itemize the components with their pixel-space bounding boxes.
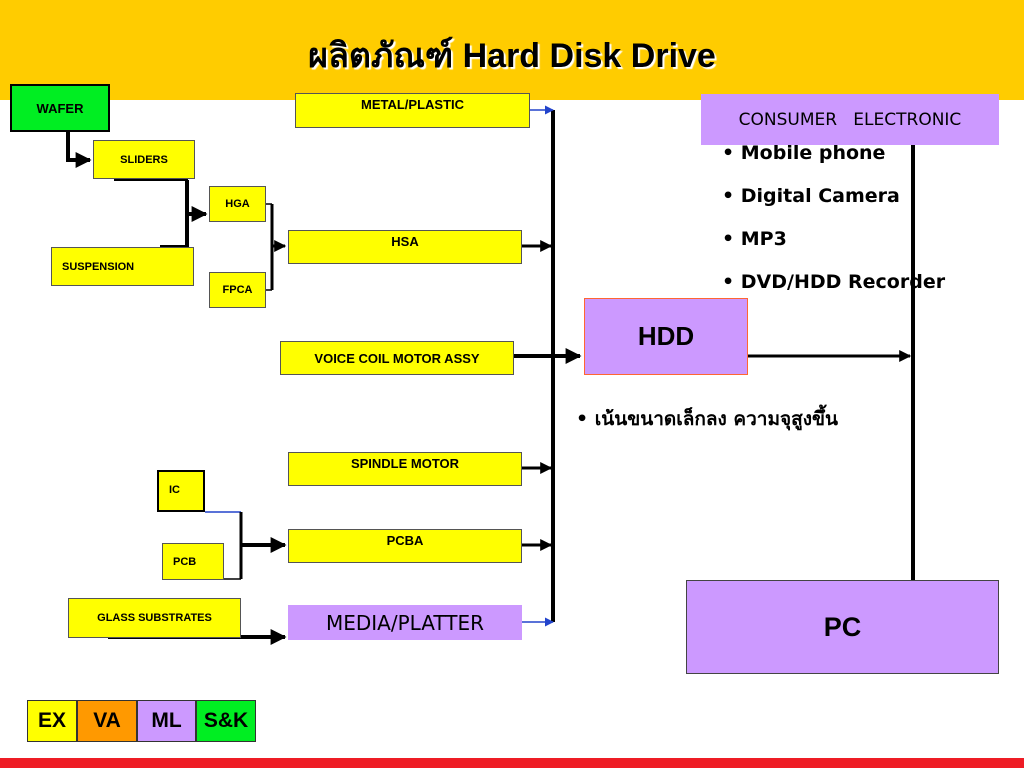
suspension-box: SUSPENSION xyxy=(51,247,194,286)
pc-box: PC xyxy=(686,580,999,674)
hsa-box: HSA xyxy=(288,230,522,264)
vcm-box: VOICE COIL MOTOR ASSY xyxy=(280,341,514,375)
hdd-note: • เน้นขนาดเล็กลง ความจุสูงขึ้น xyxy=(576,408,838,430)
ic-box: IC xyxy=(157,470,205,512)
metal-plastic-box: METAL/PLASTIC xyxy=(295,93,530,128)
list-item: • MP3 xyxy=(722,228,787,250)
legend-ml: ML xyxy=(137,700,196,742)
legend-sk: S&K xyxy=(196,700,256,742)
consumer-electronic-box: CONSUMER ELECTRONIC xyxy=(701,94,999,145)
consumer-items-list: • Mobile phone • Digital Camera • MP3 • … xyxy=(722,140,945,312)
list-item: • Mobile phone xyxy=(722,142,886,164)
hdd-box: HDD xyxy=(584,298,748,375)
list-item: • DVD/HDD Recorder xyxy=(722,271,946,293)
spindle-motor-box: SPINDLE MOTOR xyxy=(288,452,522,486)
glass-substrates-box: GLASS SUBSTRATES xyxy=(68,598,241,638)
wafer-sliders-link xyxy=(66,120,92,168)
legend-ex: EX xyxy=(27,700,77,742)
fpca-box: FPCA xyxy=(209,272,266,308)
footer-band xyxy=(0,758,1024,768)
header-band xyxy=(0,0,1024,100)
sliders-box: SLIDERS xyxy=(93,140,195,179)
list-item: • Digital Camera xyxy=(722,185,900,207)
media-platter-box: MEDIA/PLATTER xyxy=(288,605,522,640)
legend-va: VA xyxy=(77,700,137,742)
slide-title: ผลิตภัณฑ์ Hard Disk Drive xyxy=(308,37,716,75)
wafer-box: WAFER xyxy=(10,84,110,132)
pcba-box: PCBA xyxy=(288,529,522,563)
pcb-box: PCB xyxy=(162,543,224,580)
hga-box: HGA xyxy=(209,186,266,222)
